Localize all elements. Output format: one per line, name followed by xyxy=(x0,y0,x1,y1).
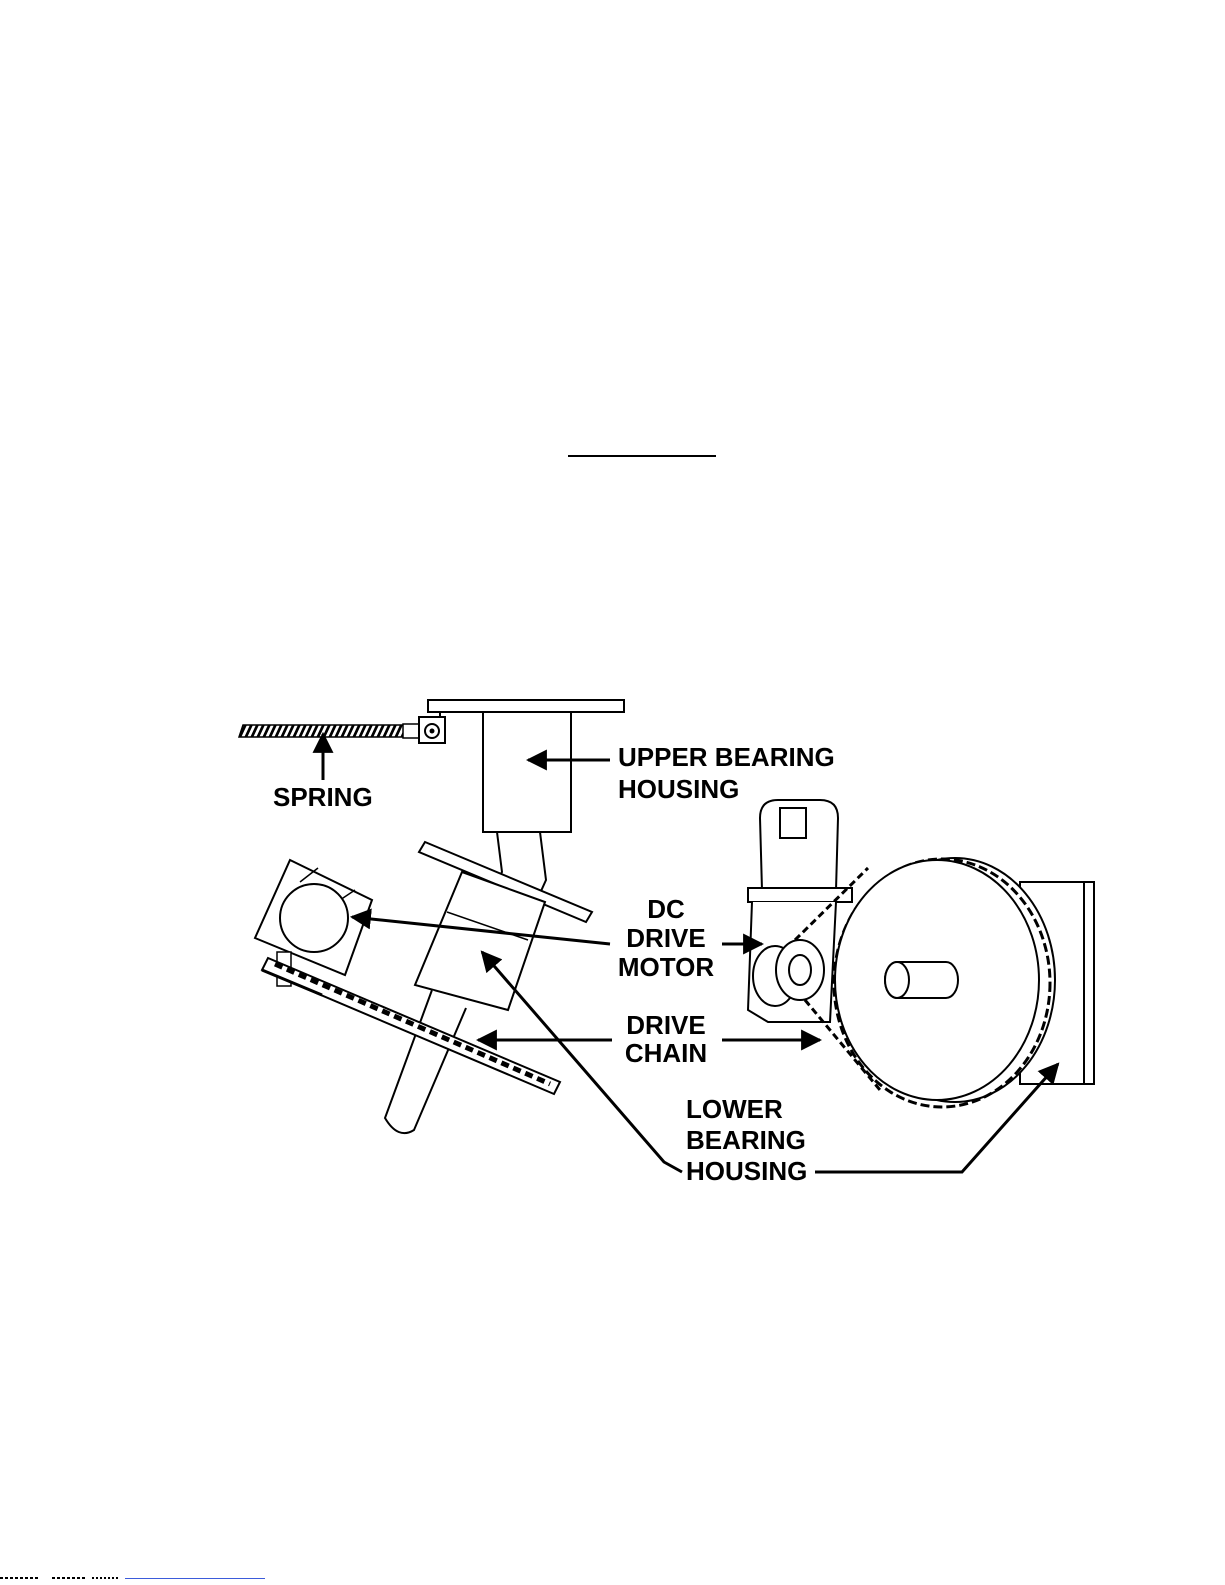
label-drive-chain-2: CHAIN xyxy=(625,1038,707,1068)
label-upper-bearing-1: UPPER BEARING xyxy=(618,742,835,772)
label-drive-chain-1: DRIVE xyxy=(626,1010,705,1040)
label-lower-bearing-3: HOUSING xyxy=(686,1156,807,1186)
label-spring: SPRING xyxy=(273,782,373,812)
label-upper-bearing-2: HOUSING xyxy=(618,774,739,804)
label-lower-bearing-2: BEARING xyxy=(686,1125,806,1155)
lower-bearing-housing-part xyxy=(385,872,545,1133)
footer-marks xyxy=(0,1575,125,1581)
spring-part xyxy=(239,700,445,743)
label-lower-bearing-1: LOWER xyxy=(686,1094,783,1124)
label-dc-2: DRIVE xyxy=(626,923,705,953)
label-dc-1: DC xyxy=(647,894,685,924)
footer-link-rule xyxy=(125,1578,265,1579)
label-dc-3: MOTOR xyxy=(618,952,715,982)
